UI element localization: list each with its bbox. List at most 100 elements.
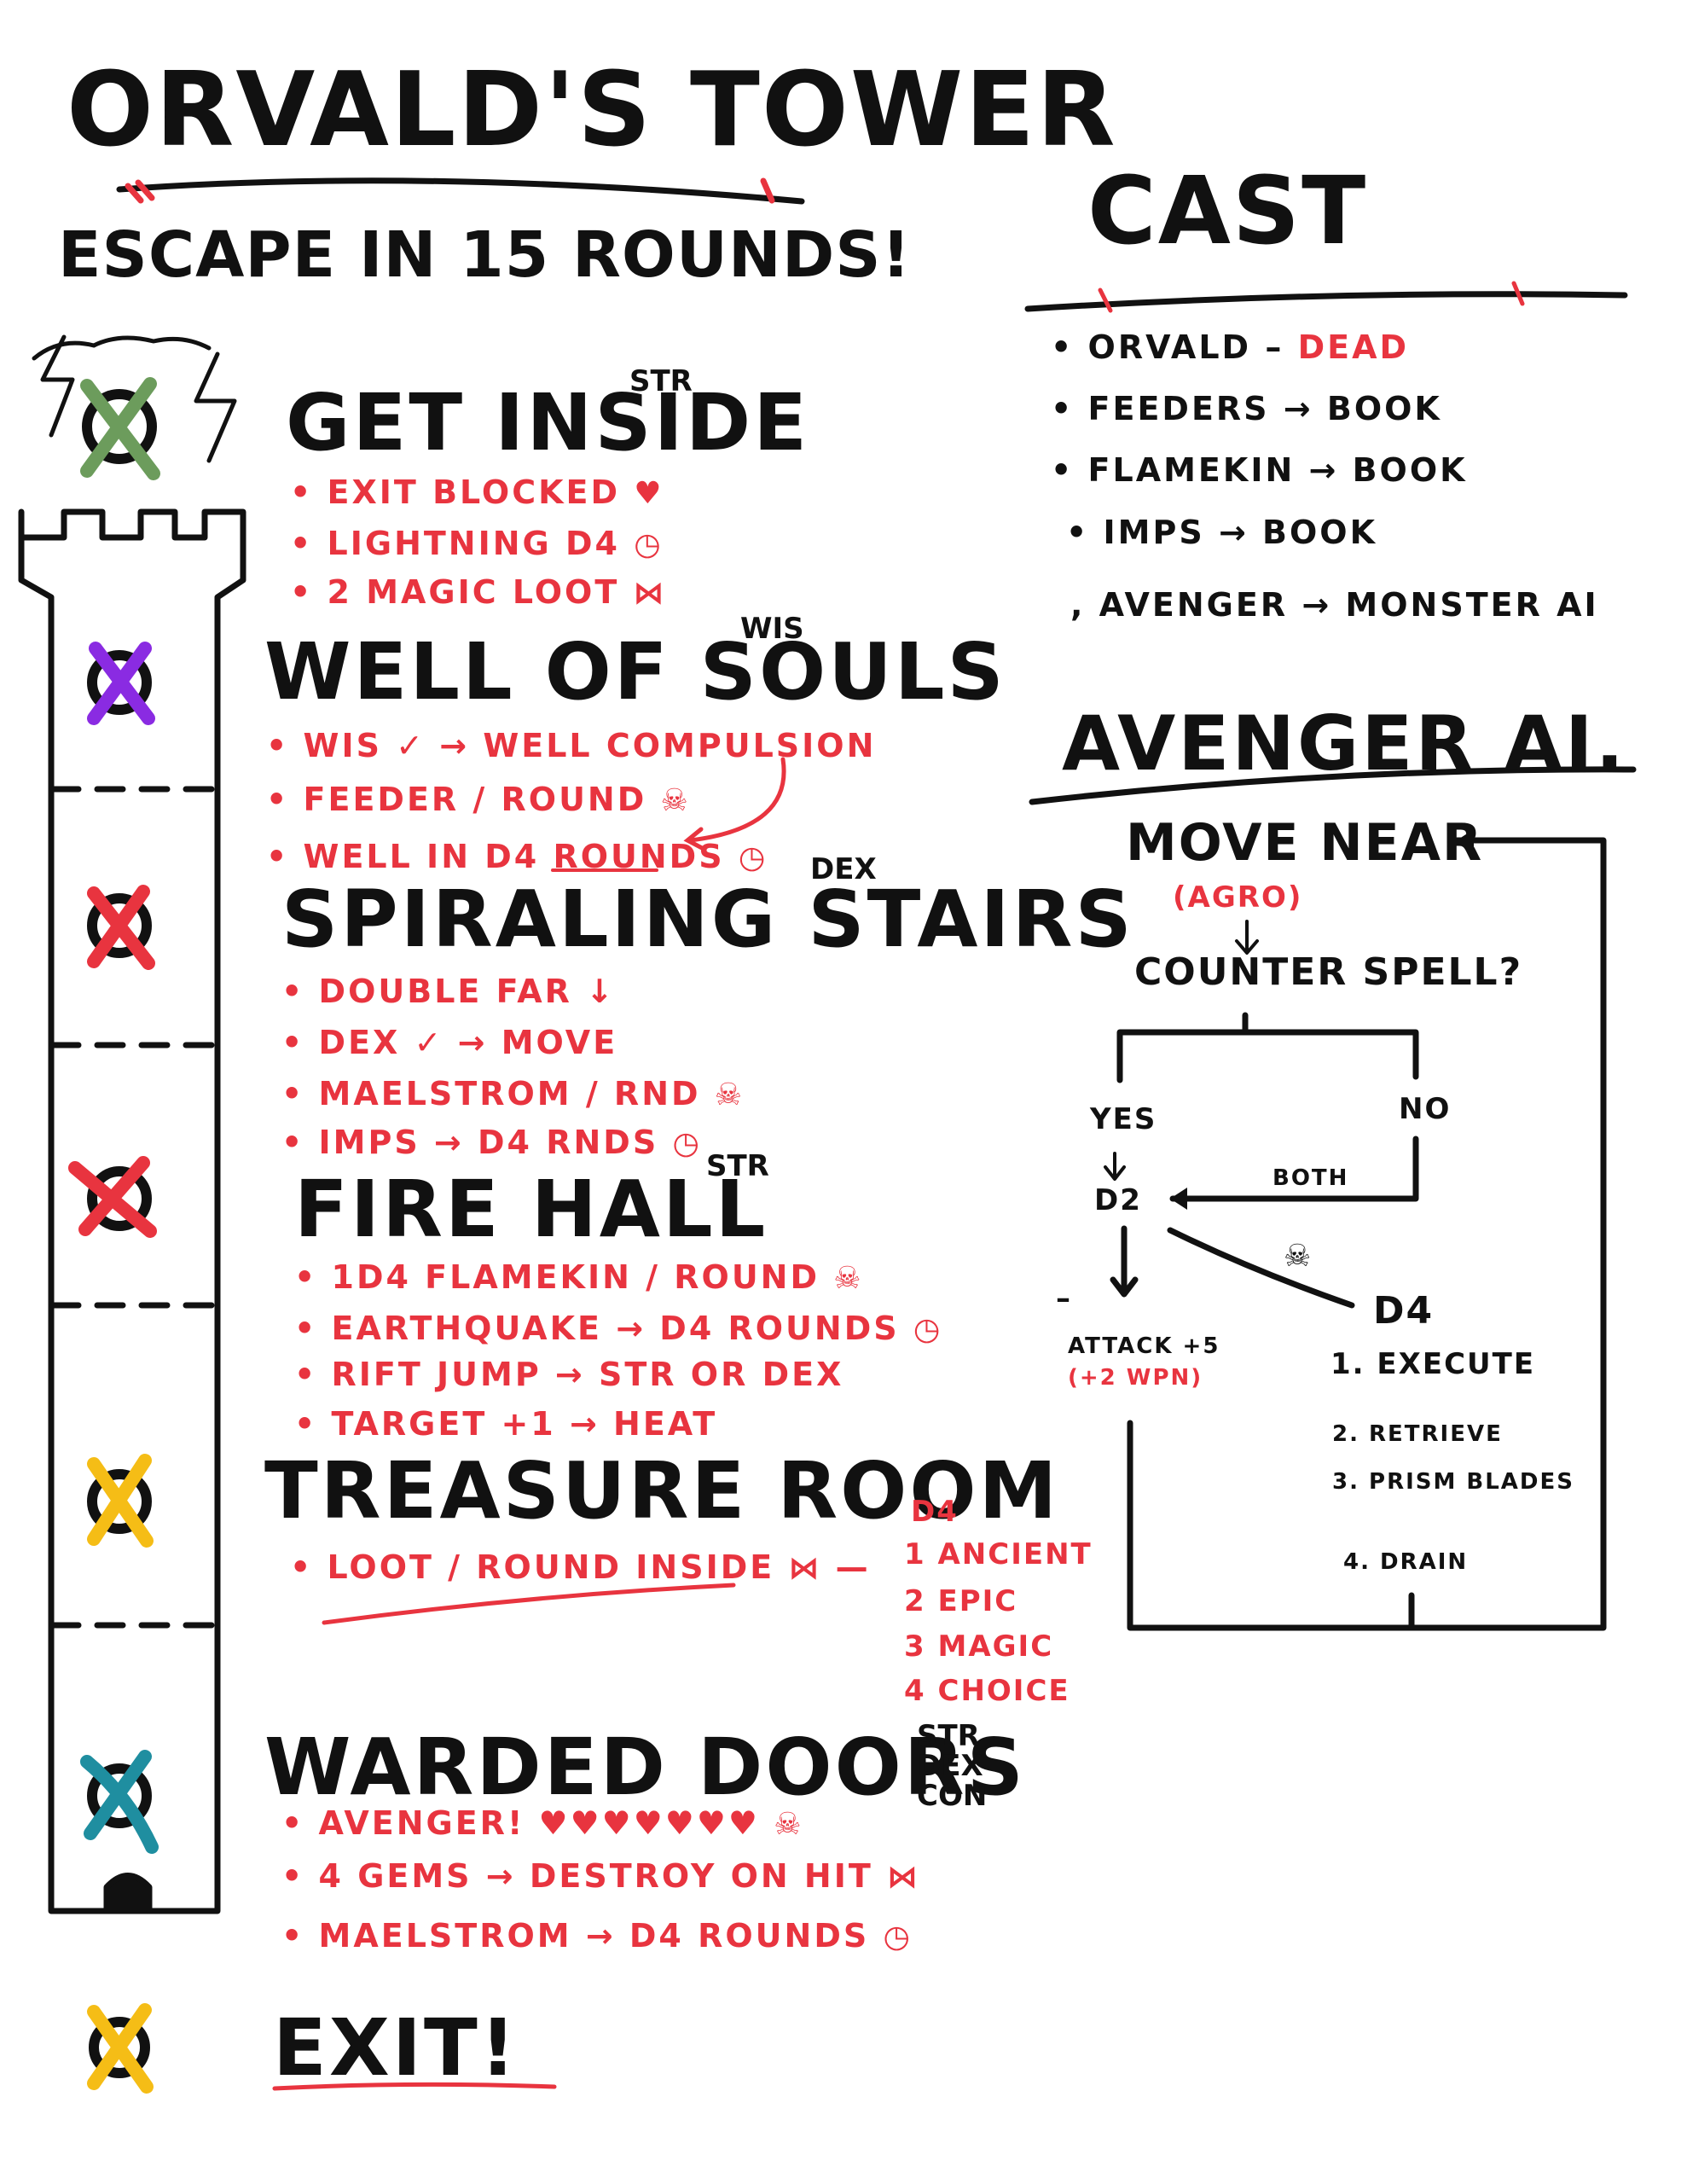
flow-attack-note: (+2 WPN) (1068, 1365, 1203, 1391)
room-ability: DEX (917, 1749, 983, 1783)
marker-warded-doors (80, 1750, 159, 1854)
skull-icon: ☠ (833, 1261, 864, 1296)
exit-underline (272, 2082, 557, 2091)
clock-icon: ◷ (672, 1126, 702, 1161)
red-tick-3 (1098, 288, 1113, 313)
d2-d4-line (1167, 1227, 1355, 1309)
flow-attack: ATTACK +5 (1068, 1333, 1220, 1359)
cast-entry: • FEEDERS → BOOK (1051, 390, 1442, 427)
room-item: • WELL IN D4 ROUNDS ◷ (266, 838, 768, 875)
agro-down-arrow (1235, 920, 1259, 955)
marker-fire-hall (68, 1156, 157, 1238)
room-item: • FEEDER / ROUND ☠ (266, 781, 691, 818)
avenger-ai-title: AVENGER AI. (1062, 700, 1627, 787)
red-tick-1 (125, 179, 155, 204)
cast-title: CAST (1087, 156, 1368, 265)
room-title: SPIRALING STAIRS (281, 874, 1134, 965)
room-item: • MAELSTROM / RND ☠ (281, 1075, 745, 1112)
room-item: • LOOT / ROUND INSIDE ⋈ — (290, 1548, 871, 1586)
compulsion-curve (688, 757, 786, 843)
loot-entry: 2 EPIC (904, 1584, 1018, 1618)
tower-door (103, 1873, 153, 1914)
flow-d4: D4 (1373, 1289, 1435, 1333)
room-item: • EXIT BLOCKED ♥ (290, 473, 664, 511)
d2-attack-arrow (1110, 1225, 1139, 1298)
loot-entry: 1 ANCIENT (904, 1537, 1093, 1571)
room-title: GET INSIDE (286, 377, 810, 468)
skull-icon: ☠ (774, 1807, 804, 1842)
room-item: • 1D4 FLAMEKIN / ROUND ☠ (294, 1258, 864, 1296)
move-near-arrow (1457, 829, 1474, 851)
skull-icon: ☠ (1284, 1239, 1312, 1274)
loot-die: D4 (911, 1495, 959, 1529)
marker-get-inside (80, 377, 160, 480)
room-title: WARDED DOORS (264, 1722, 1026, 1813)
room-item: • IMPS → D4 RNDS ◷ (281, 1124, 702, 1161)
clock-icon: ◷ (634, 527, 664, 562)
ticket-icon: ⋈ (887, 1860, 921, 1895)
cast-entry: • ORVALD – DEAD (1051, 328, 1410, 366)
room-item: • MAELSTROM → D4 ROUNDS ◷ (281, 1917, 913, 1955)
page-subtitle: ESCAPE IN 15 ROUNDS! (58, 218, 912, 292)
clock-icon: ◷ (913, 1312, 943, 1347)
marker-well-of-souls (87, 642, 155, 725)
flow-d2: D2 (1094, 1183, 1142, 1217)
room-ability: DEX (810, 852, 877, 886)
loot-entry: 4 CHOICE (904, 1674, 1070, 1708)
flow-option: 4. DRAIN (1343, 1549, 1469, 1575)
flow-yes: YES (1090, 1102, 1157, 1136)
room-ability: WIS (740, 612, 804, 646)
flow-option: 1. EXECUTE (1330, 1347, 1536, 1381)
cast-entry: , AVENGER → MONSTER AI (1070, 586, 1599, 624)
room-item: • AVENGER! ♥♥♥♥♥♥♥ ☠ (281, 1804, 804, 1842)
cast-underline (1024, 291, 1628, 312)
loop-line (1127, 837, 1607, 1631)
room-item: • TARGET +1 → HEAT (294, 1405, 718, 1443)
room-ability: STR (629, 364, 693, 398)
room-item: • DOUBLE FAR ↓ (281, 973, 616, 1010)
marker-treasure-room (87, 1454, 154, 1548)
room-ability: STR (917, 1719, 980, 1753)
cast-entry: • FLAMEKIN → BOOK (1051, 451, 1468, 489)
red-tick-4 (1511, 281, 1525, 306)
clock-icon: ◷ (738, 840, 768, 875)
page-title: ORVALD'S TOWER (67, 51, 1117, 170)
ticket-icon: ⋈ (788, 1551, 822, 1586)
title-underline (116, 177, 805, 205)
room-item: • RIFT JUMP → STR OR DEX (294, 1356, 844, 1393)
flow-dash: – (1056, 1281, 1072, 1316)
lightning-bolt-right (194, 351, 237, 463)
room-title: TREASURE ROOM (264, 1445, 1060, 1536)
avenger-underline (1029, 766, 1637, 805)
room-title: FIRE HALL (294, 1164, 768, 1255)
marker-spiraling-stairs (87, 885, 155, 970)
flow-option: 2. RETRIEVE (1332, 1421, 1503, 1447)
room-item: • 2 MAGIC LOOT ⋈ (290, 573, 667, 611)
room-ability: CON (917, 1779, 988, 1813)
red-tick-2 (760, 177, 775, 204)
yes-down-arrow (1104, 1152, 1126, 1181)
compulsion-arrow-head (683, 827, 706, 851)
flow-both: BOTH (1272, 1165, 1349, 1191)
room-item: • LIGHTNING D4 ◷ (290, 525, 664, 562)
lightning-bolt-left (40, 334, 75, 438)
heart-icon: ♥ (634, 476, 664, 511)
loot-entry: 3 MAGIC (904, 1629, 1054, 1664)
skull-icon: ☠ (660, 783, 691, 818)
room-item: • EARTHQUAKE → D4 ROUNDS ◷ (294, 1310, 943, 1347)
room-title: WELL OF SOULS (264, 626, 1006, 717)
flow-option: 3. PRISM BLADES (1332, 1469, 1574, 1495)
clock-icon: ◷ (883, 1920, 913, 1955)
split-line (1116, 1012, 1419, 1083)
flow-agro: (AGRO) (1173, 880, 1303, 915)
flow-move-near: MOVE NEAR (1126, 813, 1484, 873)
flow-counter-spell: COUNTER SPELL? (1134, 950, 1523, 994)
room-title: EXIT! (273, 2002, 519, 2094)
marker-exit (87, 2003, 154, 2094)
room-item: • DEX ✓ → MOVE (281, 1024, 618, 1061)
room-item: • 4 GEMS → DESTROY ON HIT ⋈ (281, 1857, 921, 1895)
ticket-icon: ⋈ (633, 576, 667, 611)
skull-icon: ☠ (714, 1077, 745, 1112)
cast-entry: • IMPS → BOOK (1066, 514, 1378, 551)
